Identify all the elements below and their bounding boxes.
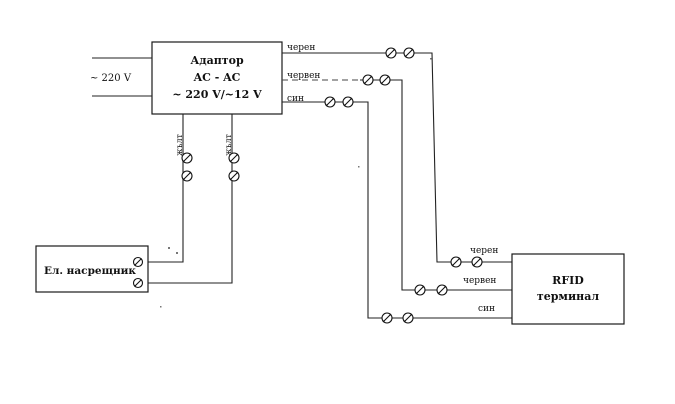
- lock-label: Ел. насрещник: [44, 265, 136, 277]
- adapter-type: AC - AC: [193, 71, 241, 84]
- adapter-rating: ~ 220 V/~12 V: [172, 88, 262, 101]
- wire-label-adapter-black: черен: [287, 43, 315, 53]
- rfid-title: RFID: [552, 274, 584, 287]
- wire-black: [282, 52, 512, 263]
- scan-artifacts: [160, 58, 432, 308]
- mains-input: ~ 220 V: [90, 57, 152, 97]
- terminal-pair-black-top: [385, 47, 415, 59]
- wire-yellow-left: [146, 114, 184, 263]
- adapter-block: Адаптор AC - AC ~ 220 V/~12 V: [151, 41, 283, 115]
- wire-red: [360, 79, 512, 291]
- wire-label-rfid-black: черен: [470, 246, 498, 256]
- wire-label-yellow-left: жълт: [175, 133, 184, 156]
- yellow-wires: жълт жълт: [146, 114, 240, 284]
- terminal-pair-red-top: [362, 74, 391, 86]
- terminal-yellow-right: [228, 152, 240, 182]
- mains-voltage-label: ~ 220 V: [90, 73, 132, 84]
- lock-terminals: [132, 256, 144, 289]
- adapter-title: Адаптор: [190, 54, 244, 67]
- wire-yellow-right: [146, 114, 233, 284]
- wire-label-rfid-blue: син: [478, 304, 495, 314]
- terminals-adapter-side: [324, 47, 415, 108]
- terminal-pair-black-bottom: [450, 256, 483, 268]
- lock-box: [35, 245, 149, 293]
- wire-label-rfid-red: червен: [463, 276, 496, 286]
- terminal-yellow-left: [181, 152, 193, 182]
- terminals-rfid-side: черен червен син: [381, 246, 498, 324]
- wire-label-adapter-red: червен: [287, 71, 320, 81]
- terminal-pair-blue-top: [324, 96, 354, 108]
- terminal-pair-blue-bottom: [381, 312, 414, 324]
- wire-label-adapter-blue: син: [287, 94, 304, 104]
- rfid-block: RFID терминал: [511, 253, 625, 325]
- lock-block: Ел. насрещник: [35, 245, 149, 293]
- rfid-box: [511, 253, 625, 325]
- terminal-pair-red-bottom: [414, 284, 448, 296]
- adapter-box: [151, 41, 283, 115]
- rfid-subtitle: терминал: [537, 290, 599, 303]
- wire-label-yellow-right: жълт: [224, 133, 233, 156]
